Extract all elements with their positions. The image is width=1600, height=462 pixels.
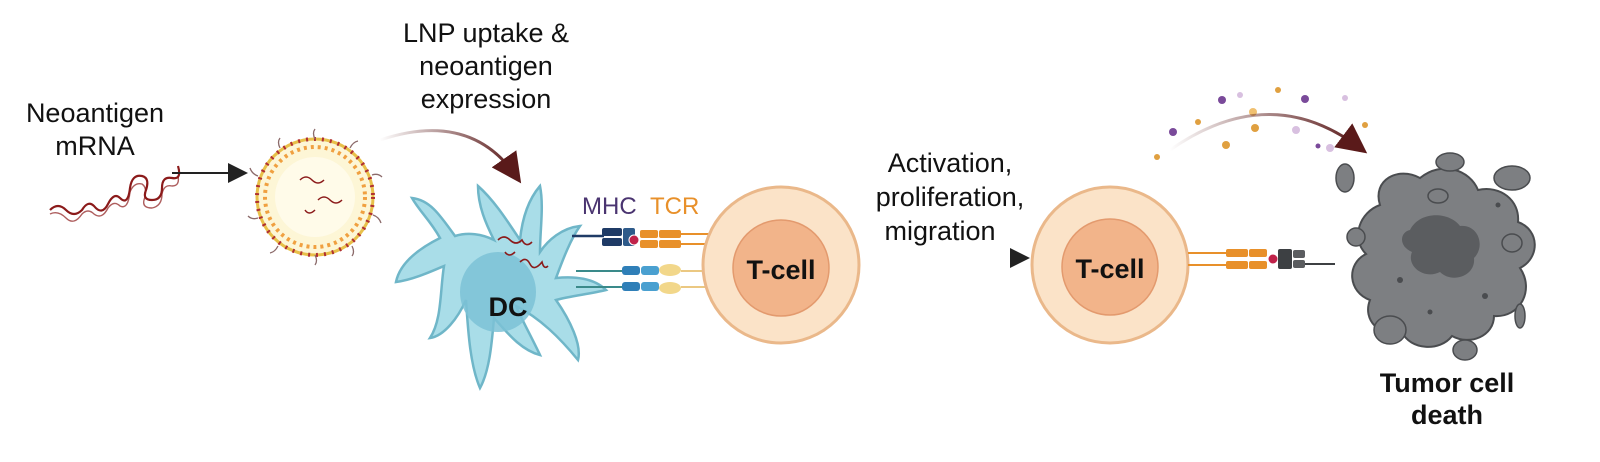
costimulatory-complex-icon — [576, 264, 712, 294]
activation-label-line3: migration — [884, 216, 995, 246]
t-cell-2-label: T-cell — [1075, 254, 1144, 284]
t-cell-2-icon — [1030, 185, 1190, 345]
mhc-tcr-complex-icon — [572, 228, 716, 248]
tumor-label-line2: death — [1411, 400, 1483, 430]
neoantigen-label-line1: Neoantigen — [26, 98, 164, 128]
t-cell-1-label: T-cell — [746, 255, 815, 285]
cytokine-particles-icon — [1154, 87, 1368, 160]
tcr-label: TCR — [650, 193, 699, 220]
arrow-lnp-to-dc — [379, 129, 522, 184]
mhc-label: MHC — [582, 193, 637, 220]
arrow-to-tumor — [1169, 113, 1368, 154]
mrna-strand-icon — [49, 165, 181, 222]
tcr-mhc-tumor-complex-icon — [1188, 249, 1335, 269]
activation-label-line1: Activation, — [888, 148, 1013, 178]
tumor-cell-icon — [1335, 152, 1536, 361]
lnp-icon — [247, 128, 383, 266]
t-cell-1-icon — [701, 185, 861, 345]
neoantigen-label-line2: mRNA — [55, 131, 135, 161]
lnp-label-line1: LNP uptake & — [403, 18, 569, 48]
dendritic-cell-icon — [394, 183, 609, 391]
lnp-label-line3: expression — [421, 84, 552, 114]
activation-label-line2: proliferation, — [876, 182, 1025, 212]
lnp-label-line2: neoantigen — [419, 51, 553, 81]
dc-label: DC — [489, 292, 528, 322]
tumor-label-line1: Tumor cell — [1380, 368, 1515, 398]
